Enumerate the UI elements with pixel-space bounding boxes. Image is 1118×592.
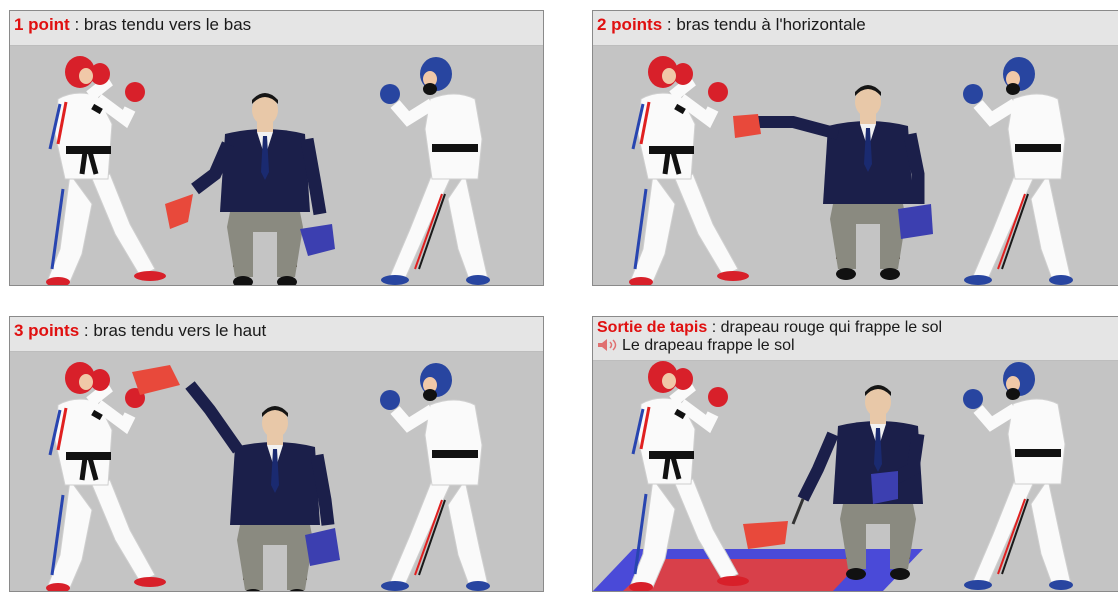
blue-fighter [380,363,490,591]
panel-1-point: 1 point : bras tendu vers le bas [9,10,544,286]
blue-fighter [963,57,1073,285]
judge [823,85,913,280]
panel-2-points: 2 points : bras tendu à l'horizontale [592,10,1118,286]
panel-caption: 2 points : bras tendu à l'horizontale [593,11,1118,46]
red-flag [165,194,193,229]
red-flag [132,365,180,395]
blue-flag [898,204,933,239]
points-label: 2 points [597,15,663,34]
blue-flag [305,528,340,566]
caption-text: : bras tendu vers le haut [79,321,267,340]
red-fighter [46,56,166,285]
illustration-scene [593,359,1118,591]
illustration-scene [10,350,544,591]
audio-label: Le drapeau frappe le sol [622,337,795,354]
panel-3-points: 3 points : bras tendu vers le haut [9,316,544,592]
judge [220,93,310,285]
red-flag [733,114,761,138]
illustration-scene [593,44,1118,285]
mat-red-zone [623,559,863,591]
panel-caption: 1 point : bras tendu vers le bas [10,11,543,46]
judge [230,406,320,591]
speaker-icon[interactable] [597,338,619,352]
audio-control[interactable]: Le drapeau frappe le sol [597,337,1118,355]
panel-caption: Sortie de tapis : drapeau rouge qui frap… [593,317,1118,361]
illustration-scene [10,44,544,285]
panel-caption: 3 points : bras tendu vers le haut [10,317,543,352]
blue-flag [871,471,898,504]
red-flag [743,521,788,549]
points-label: 3 points [14,321,80,340]
caption-text: : drapeau rouge qui frappe le sol [707,319,943,336]
blue-flag [300,224,335,256]
caption-text: : bras tendu à l'horizontale [662,15,866,34]
blue-fighter [963,362,1073,590]
red-fighter [629,56,749,285]
blue-fighter [380,57,490,285]
panel-sortie-de-tapis: Sortie de tapis : drapeau rouge qui frap… [592,316,1118,592]
points-label: 1 point [14,15,70,34]
points-label: Sortie de tapis [597,319,708,336]
red-fighter [46,362,166,591]
caption-text: : bras tendu vers le bas [69,15,252,34]
